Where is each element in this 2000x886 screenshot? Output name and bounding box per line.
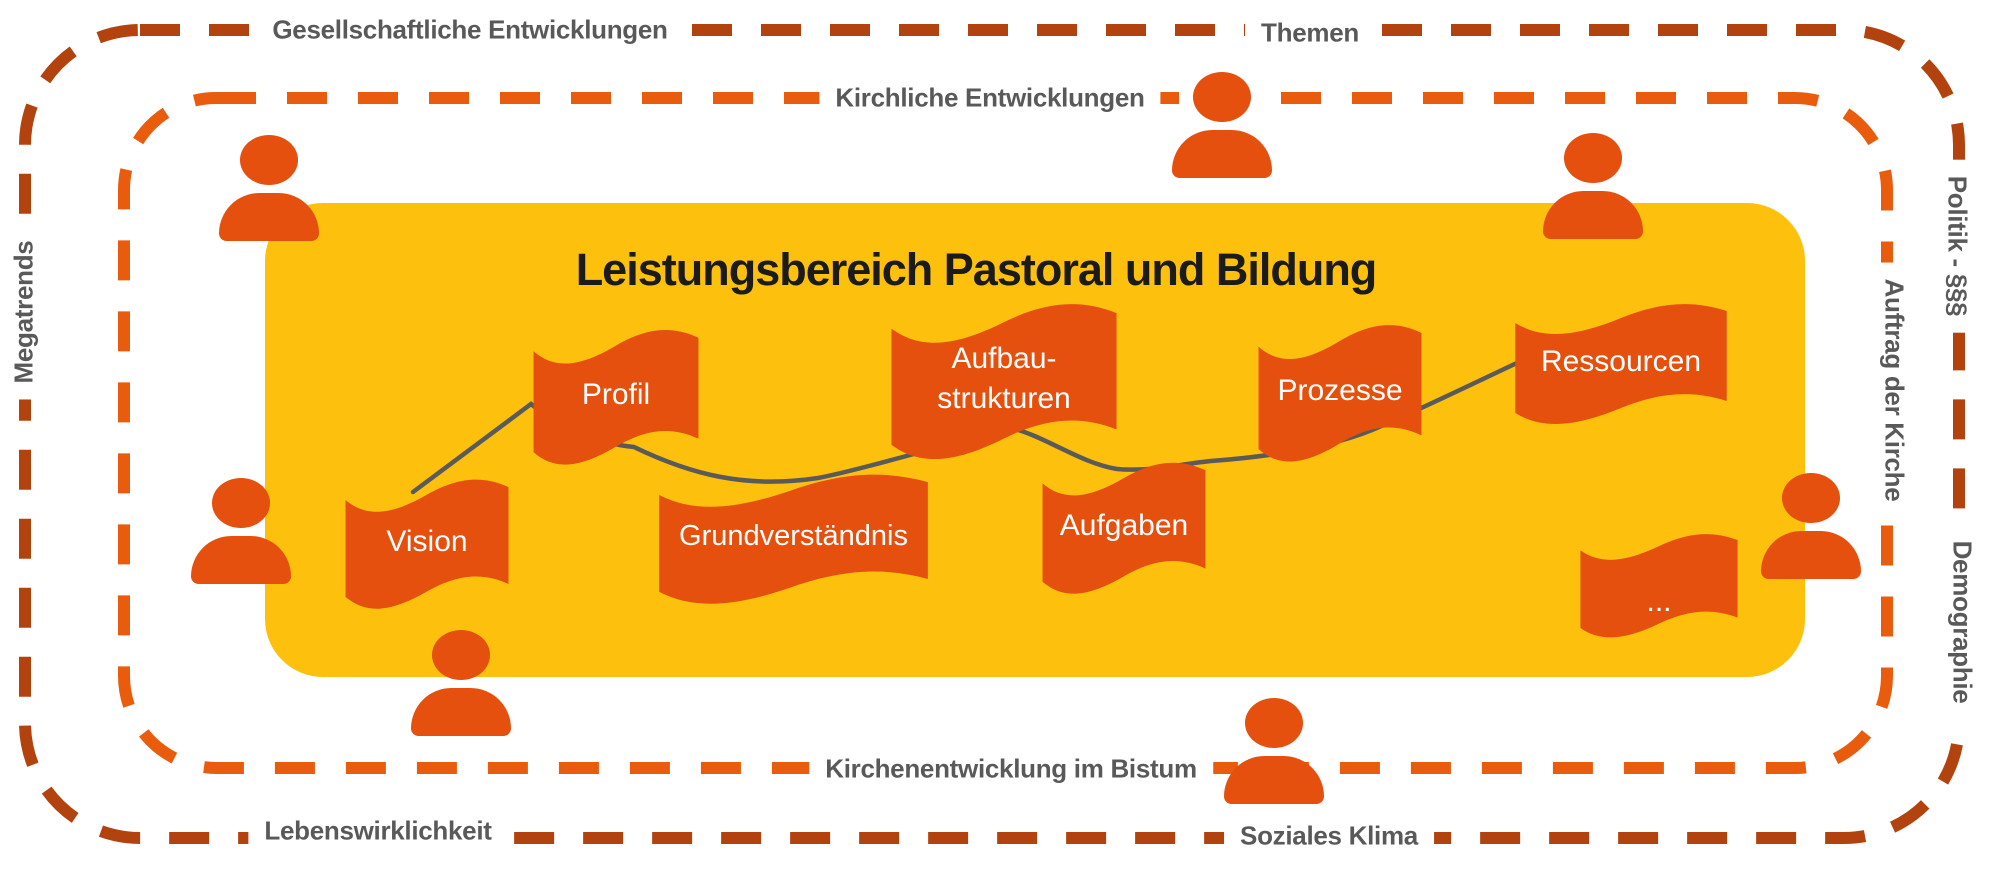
ring-label-gesellschaftliche-entwicklungen: Gesellschaftliche Entwicklungen [256, 12, 684, 48]
person-body [1543, 191, 1643, 239]
person-icon [1172, 72, 1272, 178]
person-icon [1761, 473, 1861, 579]
flag-aufgaben: Aufgaben [1040, 455, 1208, 597]
ring-label-soziales-klima: Soziales Klima [1224, 818, 1434, 854]
flag-shape [891, 304, 1117, 460]
flag-label: Aufgaben [1059, 508, 1189, 542]
flag-label: ... [1646, 584, 1672, 618]
flag-ellipsis: ... [1578, 528, 1740, 640]
flag-shape [1580, 534, 1738, 638]
person-head [1564, 133, 1622, 183]
ring-label-kirchenentwicklung-im-bistum: Kirchenentwicklung im Bistum [809, 751, 1213, 787]
person-body [1172, 130, 1272, 178]
flag-label: Vision [386, 524, 468, 558]
flag-shape [1515, 304, 1727, 424]
ring-label-lebenswirklichkeit: Lebenswirklichkeit [248, 813, 508, 849]
flag-ressourcen: Ressourcen [1512, 297, 1730, 427]
flag-label: Grundverständnis [679, 520, 908, 553]
person-head [1193, 72, 1251, 122]
flag-shape [1042, 462, 1206, 594]
person-body [1761, 531, 1861, 579]
person-body [191, 536, 291, 584]
person-head [1782, 473, 1840, 523]
person-icon [219, 135, 319, 241]
person-icon [411, 630, 511, 736]
ring-label-auftrag-der-kirche: Auftrag der Kirche [1876, 262, 1912, 518]
ring-label-politik: Politik - §§§ [1939, 159, 1975, 333]
flag-shape [659, 474, 928, 604]
ring-label-kirchliche-entwicklungen: Kirchliche Entwicklungen [819, 80, 1161, 116]
flag-profil: Profil [531, 322, 701, 468]
person-head [432, 630, 490, 680]
flag-label: Aufbau- strukturen [937, 341, 1071, 416]
flag-shape [345, 479, 509, 609]
flag-shape [533, 329, 699, 465]
page-title: Leistungsbereich Pastoral und Bildung [575, 244, 1378, 295]
ring-label-megatrends: Megatrends [6, 224, 42, 400]
flag-prozesse: Prozesse [1256, 317, 1424, 465]
person-icon [1224, 698, 1324, 804]
ring-label-demographie: Demographie [1944, 524, 1980, 720]
flag-label: Ressourcen [1540, 344, 1702, 378]
person-head [1245, 698, 1303, 748]
person-body [1224, 756, 1324, 804]
person-icon [1543, 133, 1643, 239]
ring-label-themen: Themen [1245, 15, 1375, 51]
flag-aufbaustrukturen: Aufbau- strukturen [888, 295, 1120, 463]
person-icon [191, 478, 291, 584]
person-body [219, 193, 319, 241]
flag-label: Profil [581, 377, 651, 411]
flag-label: Prozesse [1277, 373, 1403, 407]
person-head [212, 478, 270, 528]
person-head [240, 135, 298, 185]
flag-shape [1258, 325, 1422, 462]
flag-grundverstaendnis: Grundverständnis [655, 467, 932, 607]
flag-vision: Vision [343, 472, 511, 612]
person-body [411, 688, 511, 736]
